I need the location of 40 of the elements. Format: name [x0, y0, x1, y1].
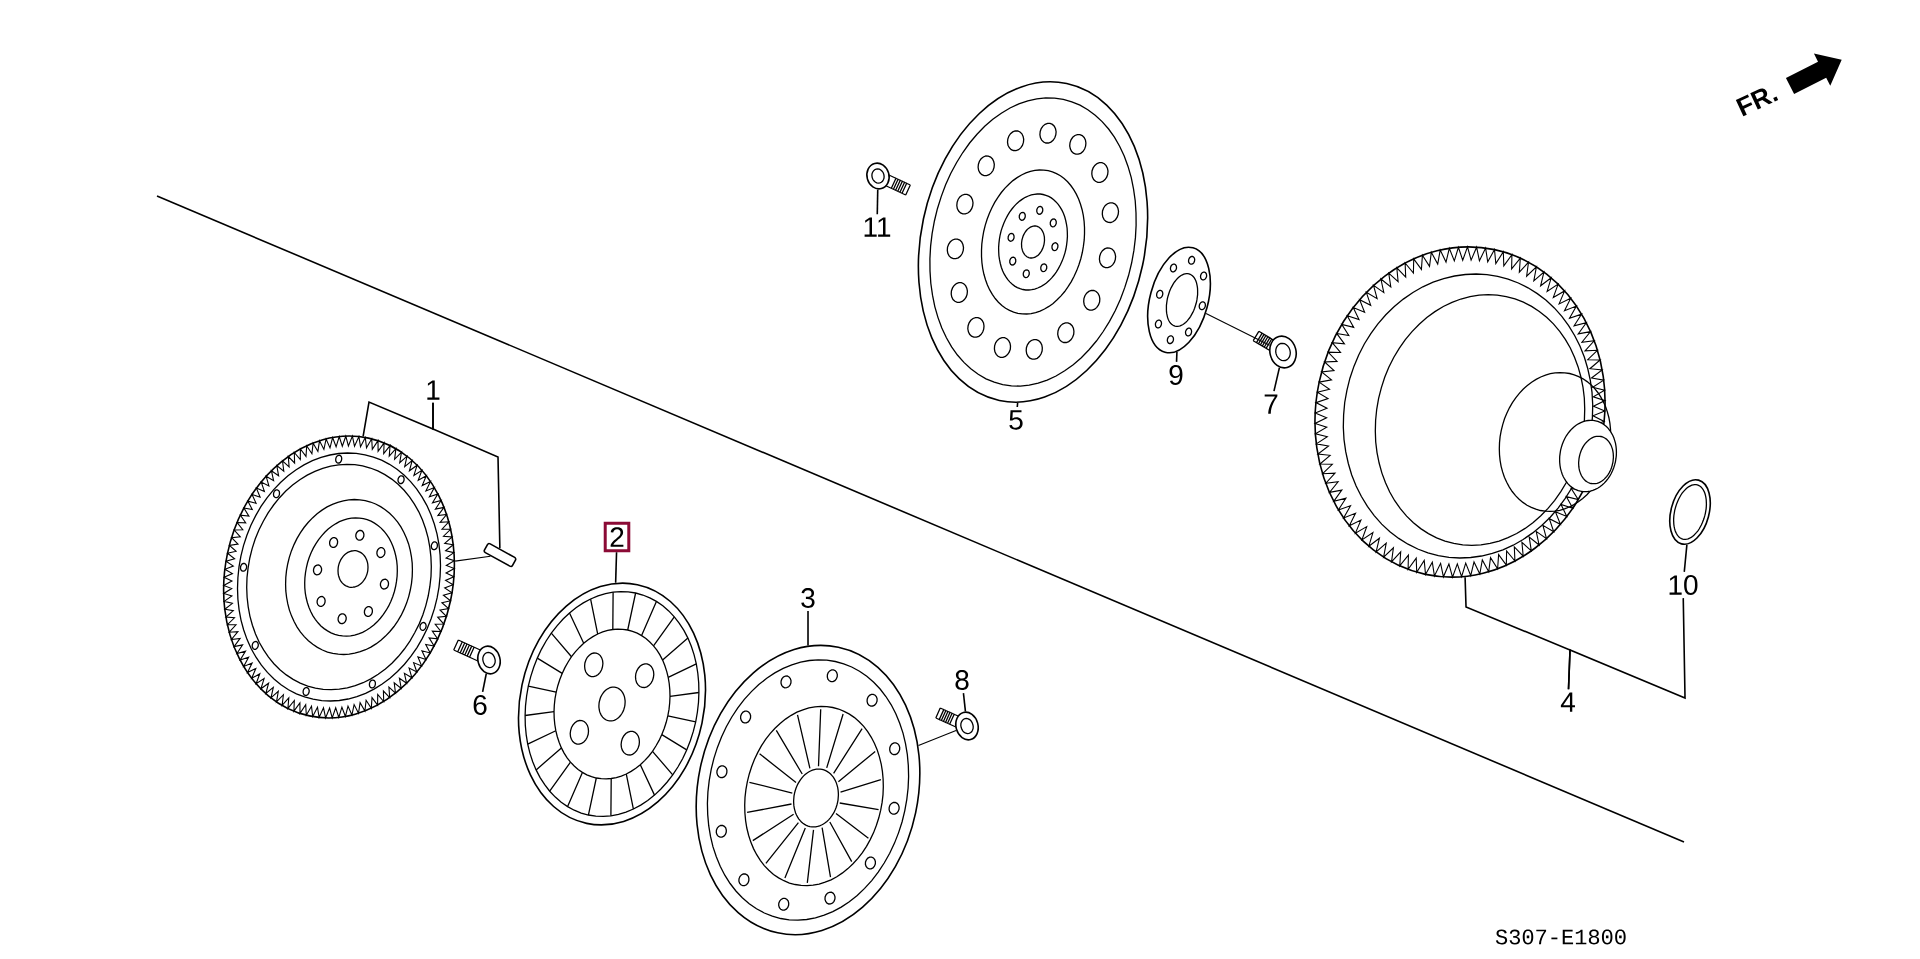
bolt-drawing [453, 639, 502, 675]
leader-line [962, 692, 967, 713]
callout-number: 3 [801, 588, 815, 608]
drawing-code: S307-E1800 [1495, 929, 1626, 945]
callout-number: 6 [473, 695, 487, 715]
leader-line [362, 400, 434, 438]
leader-line [432, 402, 501, 550]
leader-line [807, 610, 809, 647]
leader-line [1683, 544, 1688, 573]
assembly-line [917, 729, 957, 747]
dowel-pin-drawing [483, 542, 517, 568]
assembly-line [454, 555, 491, 562]
callout-number: 1 [427, 380, 440, 400]
bolt-drawing [866, 162, 911, 196]
leader-line [1016, 402, 1019, 408]
o-ring-drawing [1669, 478, 1712, 546]
callout-number: 9 [1169, 365, 1183, 385]
bolt-drawing [935, 707, 979, 741]
drive-plate-drawing [917, 81, 1149, 403]
pressure-plate-drawing [695, 644, 921, 936]
torque-converter-drawing [1313, 245, 1618, 579]
leader-line [1175, 351, 1178, 363]
direction-label: FR. [1735, 88, 1779, 117]
clutch-disc-drawing [517, 582, 707, 826]
leader-line [481, 672, 488, 693]
assembly-line [1205, 312, 1271, 346]
callout-number: 7 [1264, 394, 1278, 414]
washer-plate-drawing [1146, 246, 1212, 354]
callout-number: 5 [1009, 410, 1023, 430]
leader-line [1567, 597, 1686, 700]
callout-number: 11 [864, 217, 891, 237]
callout-number: 4 [1560, 692, 1575, 712]
bolt-drawing [1252, 330, 1297, 369]
leader-line [1273, 366, 1281, 392]
leader-line [614, 551, 618, 584]
flywheel-drawing [222, 434, 456, 720]
leader-line [876, 188, 879, 215]
callout-number: 10 [1669, 575, 1698, 595]
callout-number: 2 [603, 521, 631, 553]
callout-number: 8 [955, 670, 969, 690]
